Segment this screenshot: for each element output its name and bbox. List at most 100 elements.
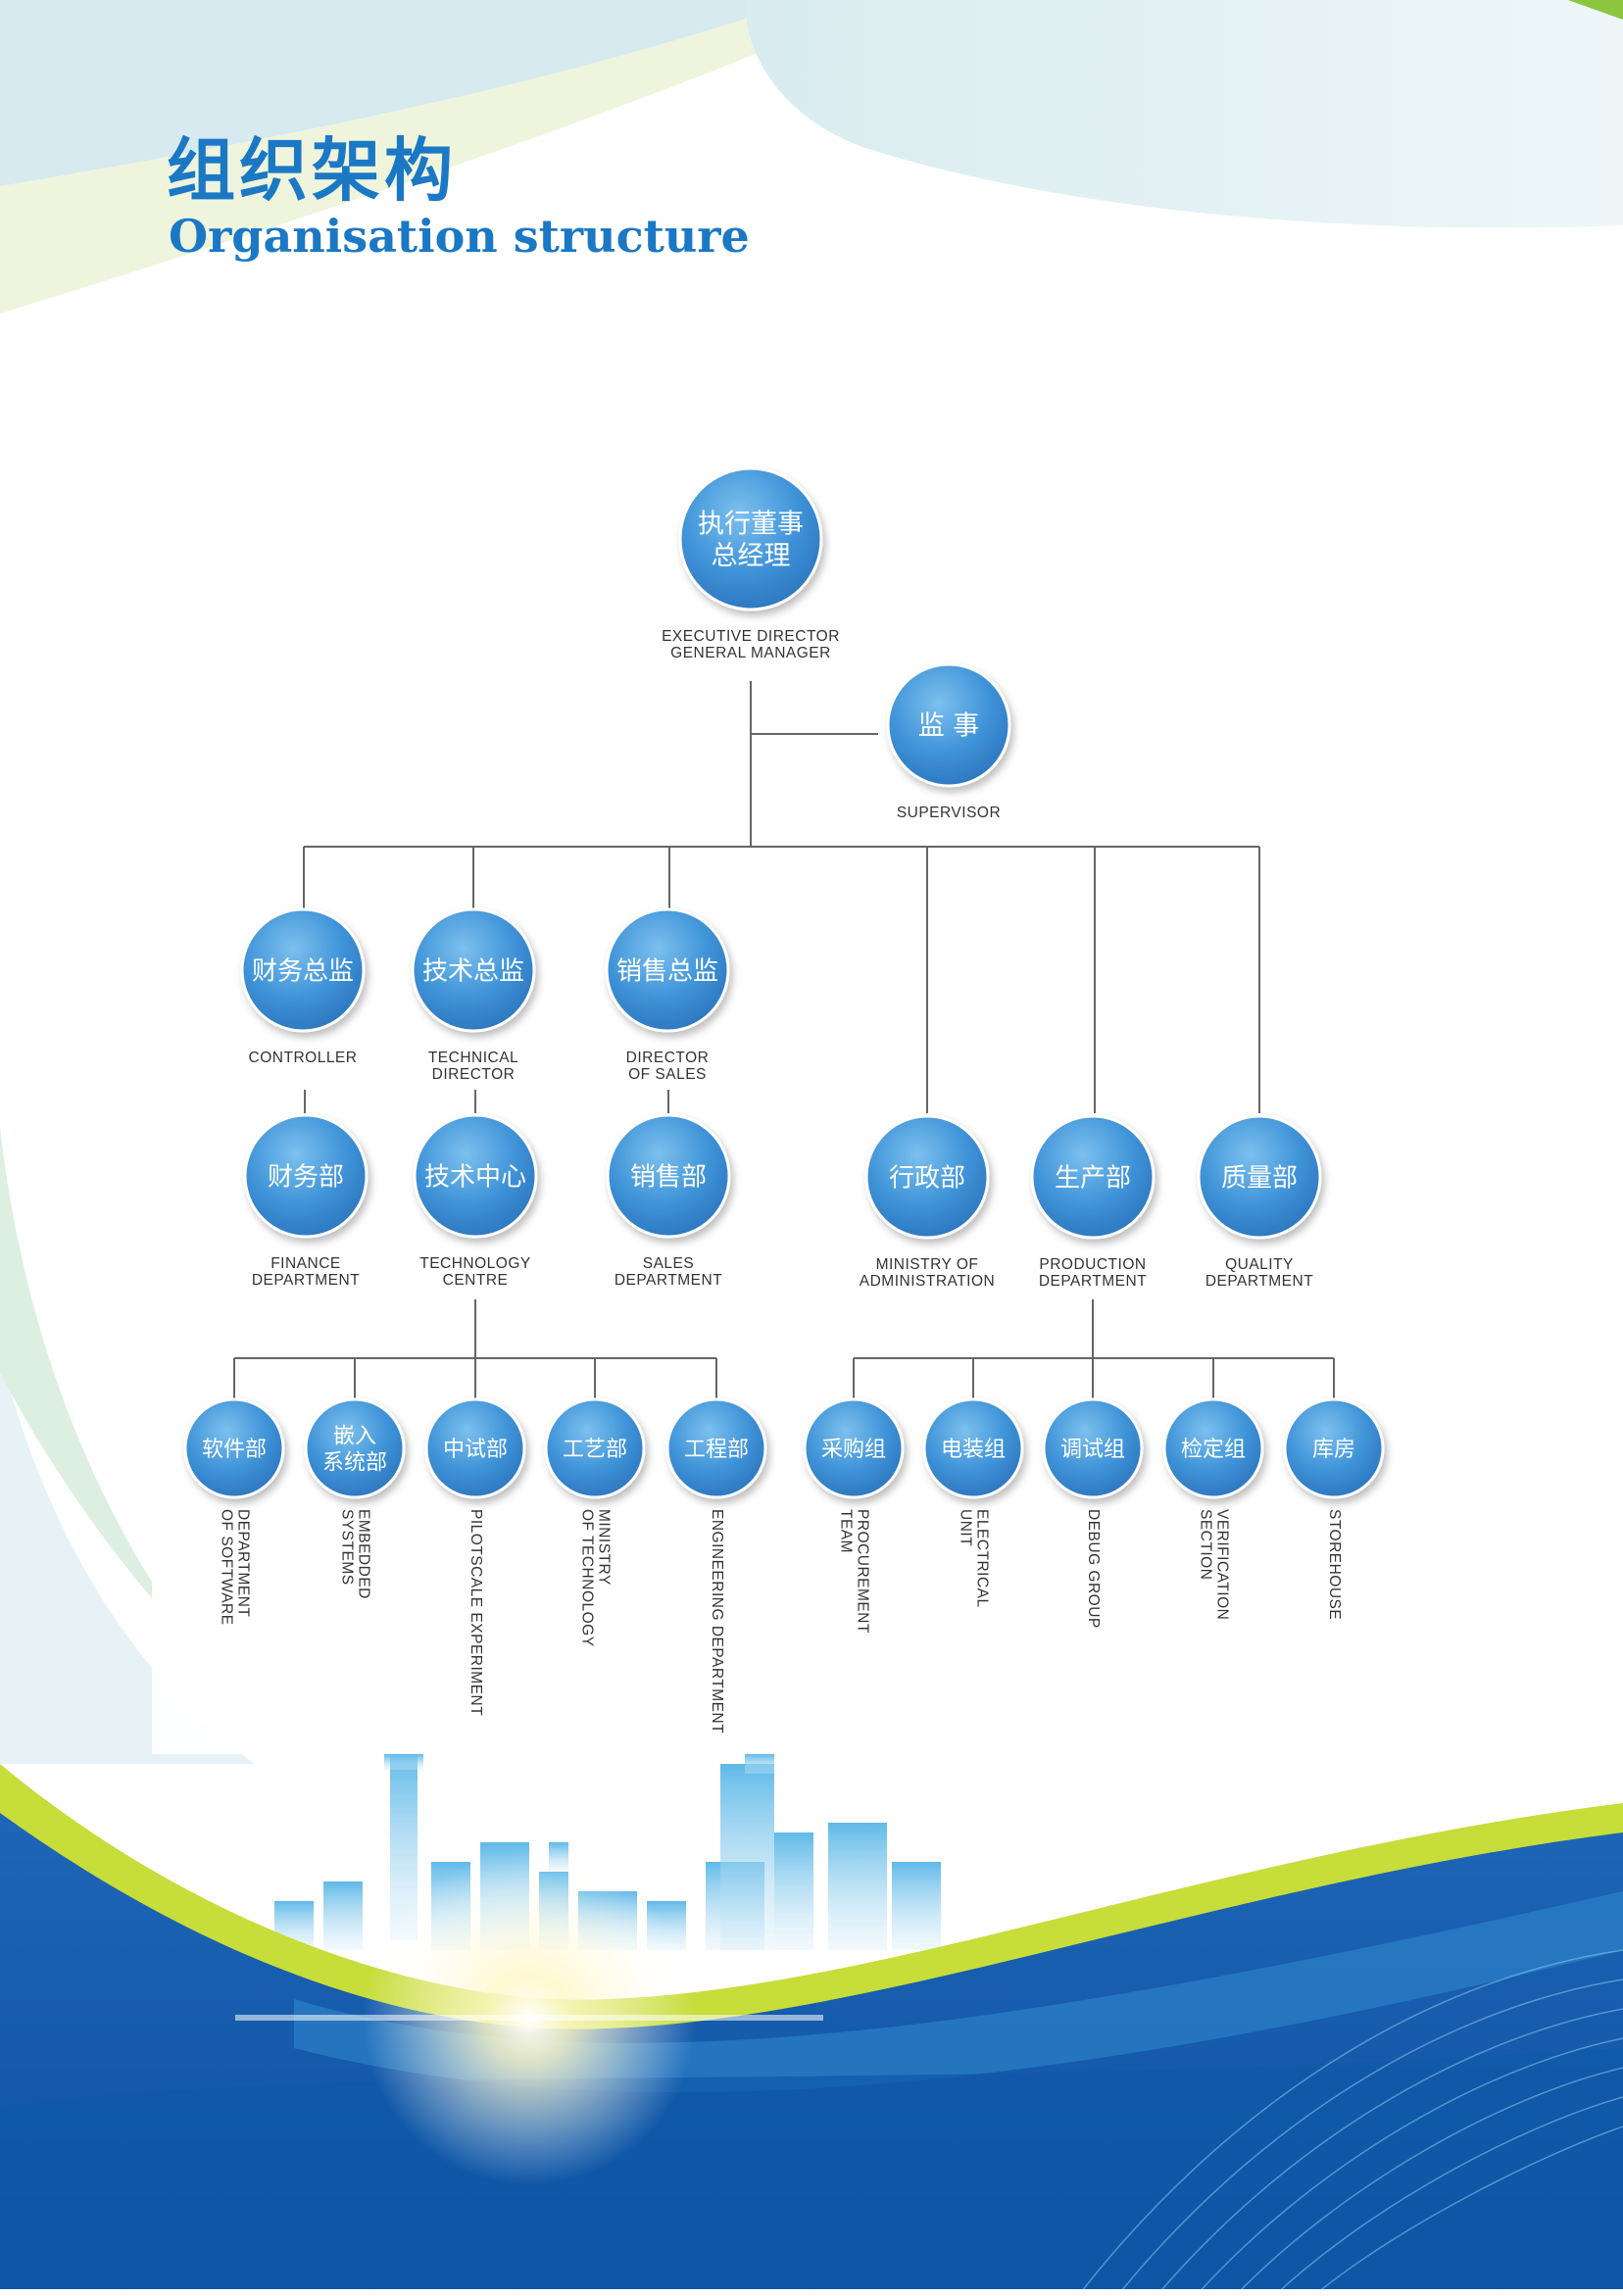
node-label-en: ENGINEERING DEPARTMENT xyxy=(709,1509,725,1734)
node-title-cn: 中试部 xyxy=(443,1438,508,1462)
node-circle xyxy=(413,1113,538,1239)
node-label-en: DEPARTMENT xyxy=(1039,1273,1147,1290)
node-title-cn: 调试组 xyxy=(1060,1438,1125,1462)
node-title-cn: 总经理 xyxy=(712,541,791,571)
node-label-en: SECTION xyxy=(1197,1509,1213,1580)
node-title-cn: 软件部 xyxy=(202,1438,267,1462)
page-title-english: Organisation structure xyxy=(169,210,750,263)
node-label-en: TEAM xyxy=(837,1509,854,1553)
node-title-cn: 系统部 xyxy=(322,1450,387,1475)
node-label-en: ELECTRICAL xyxy=(973,1509,990,1608)
node-title-cn: 生产部 xyxy=(1055,1163,1131,1193)
node-circle xyxy=(544,1397,646,1499)
node-circle xyxy=(1030,1114,1156,1240)
node-label-en: FINANCE xyxy=(270,1255,341,1272)
node-label-en: MINISTRY xyxy=(595,1509,612,1586)
node-label-en: CENTRE xyxy=(443,1272,509,1289)
node-circle xyxy=(678,466,823,611)
node-title-cn: 采购组 xyxy=(821,1438,886,1462)
node-circle xyxy=(240,907,366,1033)
node-circle xyxy=(1197,1114,1322,1240)
node-circle xyxy=(605,907,730,1033)
node-circle xyxy=(1283,1397,1385,1499)
node-label-en: TECHNICAL xyxy=(428,1050,518,1066)
node-circle xyxy=(606,1113,731,1239)
node-label-en: DEPARTMENT xyxy=(234,1509,251,1617)
node-label-en: UNIT xyxy=(957,1509,973,1546)
node-circle xyxy=(665,1397,767,1499)
node-label-en: DIRECTOR xyxy=(626,1050,710,1066)
node-label-en: PROCUREMENT xyxy=(854,1509,870,1634)
node-label-en: SALES xyxy=(643,1255,694,1272)
node-title-cn: 技术中心 xyxy=(424,1162,526,1192)
node-label-en: OF SOFTWARE xyxy=(218,1509,234,1626)
node-label-en: QUALITY xyxy=(1225,1256,1294,1273)
node-title-cn: 销售部 xyxy=(630,1162,707,1192)
org-node-pilot: 中试部 PILOTSCALE EXPERIMENT xyxy=(424,1397,526,1716)
node-label-en: EMBEDDED xyxy=(355,1509,371,1599)
node-title-cn: 质量部 xyxy=(1221,1163,1298,1193)
node-label-en: DEPARTMENT xyxy=(1205,1273,1313,1290)
node-circle xyxy=(411,907,536,1033)
node-circle xyxy=(1162,1397,1264,1499)
node-circle xyxy=(1042,1397,1144,1499)
node-circle xyxy=(922,1397,1024,1499)
node-label-en: STOREHOUSE xyxy=(1326,1509,1343,1620)
node-title-cn: 嵌入 xyxy=(333,1425,376,1449)
chart-panel xyxy=(152,431,1416,1754)
node-label-en: PRODUCTION xyxy=(1039,1256,1146,1273)
node-label-en: DEPARTMENT xyxy=(252,1272,360,1289)
node-title-cn: 检定组 xyxy=(1181,1438,1246,1462)
node-title-cn: 电装组 xyxy=(941,1438,1006,1462)
org-node-storehouse: 库房 STOREHOUSE xyxy=(1283,1397,1385,1620)
node-label-en: DEBUG GROUP xyxy=(1085,1509,1102,1629)
node-label-en: TECHNOLOGY xyxy=(419,1255,531,1272)
node-label-en: GENERAL MANAGER xyxy=(670,645,831,661)
node-title-cn: 行政部 xyxy=(889,1163,965,1193)
page-title-chinese: 组织架构 xyxy=(167,130,457,211)
node-title-cn: 销售总监 xyxy=(616,956,718,986)
node-title-cn: 工艺部 xyxy=(563,1438,627,1462)
node-label-en: EXECUTIVE DIRECTOR xyxy=(662,628,840,645)
node-title-cn: 财务总监 xyxy=(252,956,354,986)
node-title-cn: 技术总监 xyxy=(422,956,524,986)
node-circle xyxy=(304,1397,406,1499)
node-label-en: MINISTRY OF xyxy=(876,1256,979,1273)
node-title-cn: 监 事 xyxy=(918,711,980,742)
node-label-en: ADMINISTRATION xyxy=(860,1273,995,1290)
node-label-en: PILOTSCALE EXPERIMENT xyxy=(467,1509,484,1716)
node-circle xyxy=(424,1397,526,1499)
org-node-debug: 调试组 DEBUG GROUP xyxy=(1042,1397,1144,1629)
node-title-cn: 库房 xyxy=(1312,1438,1355,1462)
node-title-cn: 财务部 xyxy=(268,1162,344,1192)
node-circle xyxy=(864,1114,990,1240)
node-title-cn: 工程部 xyxy=(684,1438,749,1462)
node-label-en: DIRECTOR xyxy=(432,1066,516,1083)
node-circle xyxy=(183,1397,285,1499)
connector-lines xyxy=(233,681,1335,1399)
node-label-en: OF SALES xyxy=(628,1066,707,1083)
node-label-en: VERIFICATION xyxy=(1213,1509,1230,1620)
node-label-en: OF TECHNOLOGY xyxy=(578,1509,595,1647)
org-node-engineering: 工程部 ENGINEERING DEPARTMENT xyxy=(665,1397,767,1734)
node-label-en: SYSTEMS xyxy=(338,1509,355,1586)
